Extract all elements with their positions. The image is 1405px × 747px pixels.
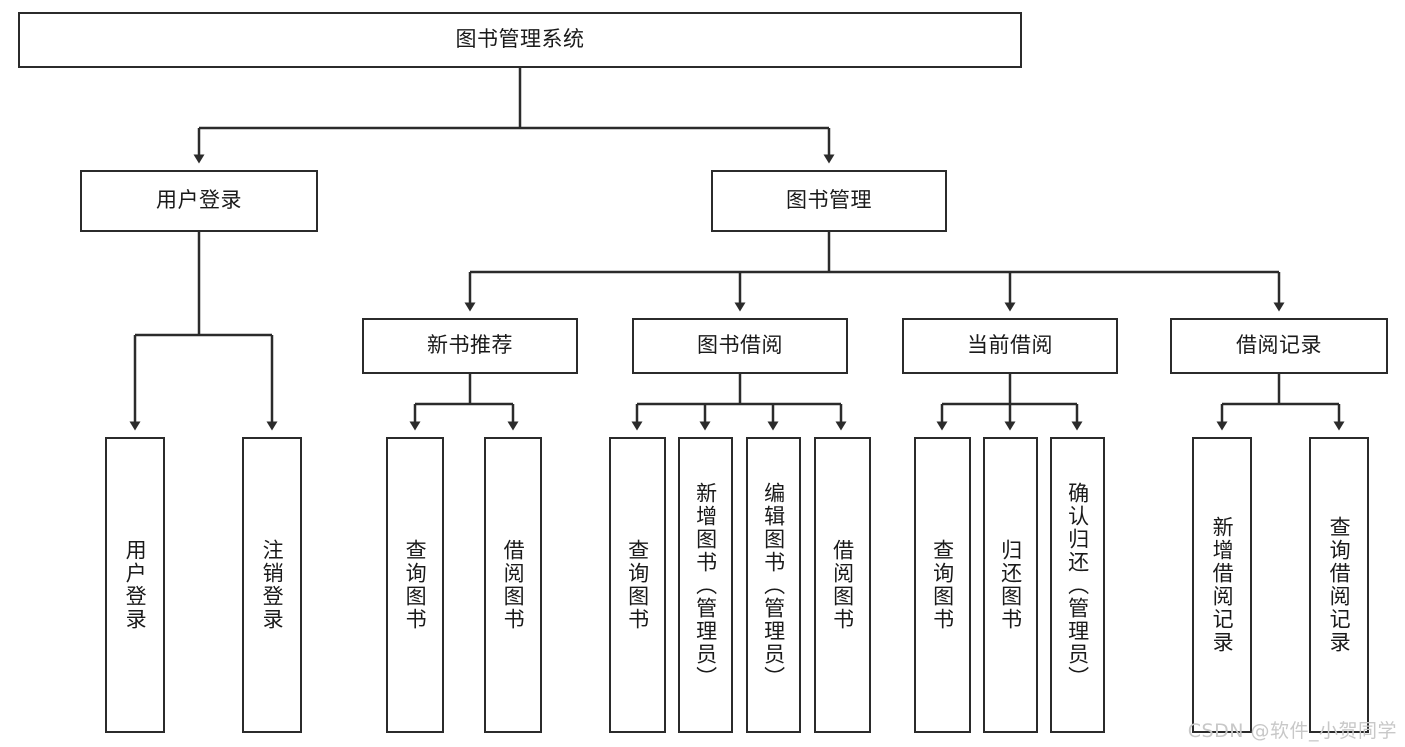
leaf-add-book-admin-label: 新增图书（管理员） xyxy=(693,481,718,689)
leaf-logout-label: 注销登录 xyxy=(260,539,285,631)
leaf-query-book-current-label: 查询图书 xyxy=(930,539,955,631)
node-book-borrow-label: 图书借阅 xyxy=(697,333,783,358)
leaf-confirm-return-admin-label: 确认归还（管理员） xyxy=(1065,481,1090,689)
leaf-query-book-borrow[interactable]: 查询图书 xyxy=(609,437,666,733)
leaf-query-borrow-record-label: 查询借阅记录 xyxy=(1327,516,1352,654)
node-borrow-records[interactable]: 借阅记录 xyxy=(1170,318,1388,374)
node-new-book-recommend-label: 新书推荐 xyxy=(427,333,513,358)
leaf-confirm-return-admin[interactable]: 确认归还（管理员） xyxy=(1050,437,1105,733)
leaf-borrow-book[interactable]: 借阅图书 xyxy=(814,437,871,733)
node-book-borrow[interactable]: 图书借阅 xyxy=(632,318,848,374)
leaf-return-book[interactable]: 归还图书 xyxy=(983,437,1038,733)
node-root-label: 图书管理系统 xyxy=(455,27,585,52)
leaf-add-book-admin[interactable]: 新增图书（管理员） xyxy=(678,437,733,733)
leaf-return-book-label: 归还图书 xyxy=(998,539,1023,631)
leaf-user-login-label: 用户登录 xyxy=(123,539,148,631)
node-borrow-records-label: 借阅记录 xyxy=(1236,333,1322,358)
node-root[interactable]: 图书管理系统 xyxy=(18,12,1022,68)
leaf-query-book-recommend-label: 查询图书 xyxy=(403,539,428,631)
node-book-management-label: 图书管理 xyxy=(786,188,872,213)
node-current-borrow-label: 当前借阅 xyxy=(967,333,1053,358)
watermark: CSDN @软件_小贺同学 xyxy=(1187,720,1397,742)
node-user-login-label: 用户登录 xyxy=(156,188,242,213)
leaf-logout[interactable]: 注销登录 xyxy=(242,437,302,733)
leaf-edit-book-admin-label: 编辑图书（管理员） xyxy=(761,481,786,689)
node-new-book-recommend[interactable]: 新书推荐 xyxy=(362,318,578,374)
leaf-query-book-current[interactable]: 查询图书 xyxy=(914,437,971,733)
leaf-borrow-book-recommend-label: 借阅图书 xyxy=(501,539,526,631)
node-user-login[interactable]: 用户登录 xyxy=(80,170,318,232)
leaf-borrow-book-label: 借阅图书 xyxy=(830,539,855,631)
leaf-query-book-borrow-label: 查询图书 xyxy=(625,539,650,631)
node-book-management[interactable]: 图书管理 xyxy=(711,170,947,232)
leaf-query-borrow-record[interactable]: 查询借阅记录 xyxy=(1309,437,1369,733)
leaf-user-login[interactable]: 用户登录 xyxy=(105,437,165,733)
leaf-add-borrow-record[interactable]: 新增借阅记录 xyxy=(1192,437,1252,733)
leaf-add-borrow-record-label: 新增借阅记录 xyxy=(1210,516,1235,654)
leaf-query-book-recommend[interactable]: 查询图书 xyxy=(386,437,444,733)
leaf-borrow-book-recommend[interactable]: 借阅图书 xyxy=(484,437,542,733)
node-current-borrow[interactable]: 当前借阅 xyxy=(902,318,1118,374)
leaf-edit-book-admin[interactable]: 编辑图书（管理员） xyxy=(746,437,801,733)
